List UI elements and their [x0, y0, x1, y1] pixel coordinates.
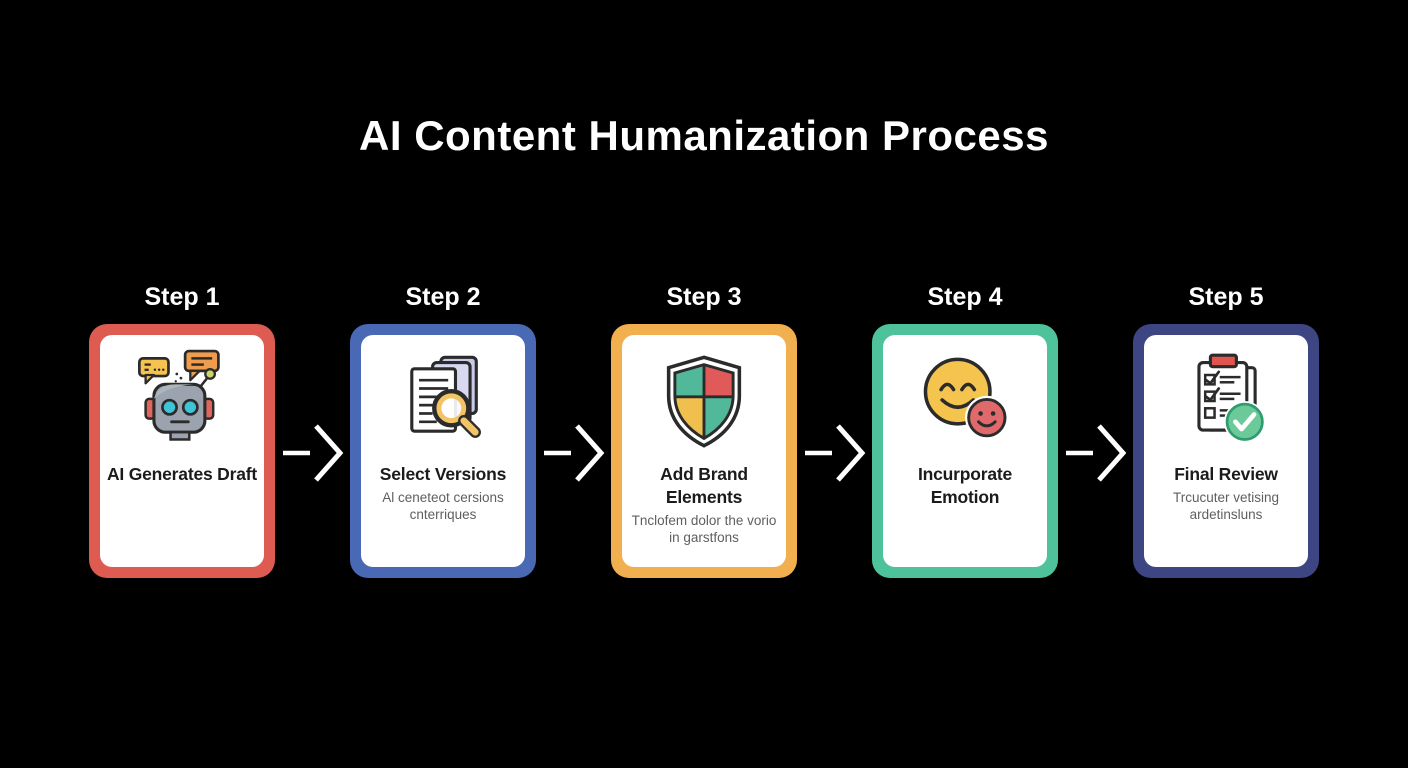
step-2-label: Step 2	[405, 283, 481, 311]
arrow-1-2	[275, 422, 350, 484]
step-4-card-inner: Incurporate Emotion	[883, 335, 1047, 567]
robot-chat-icon	[130, 349, 234, 453]
arrow-right-icon	[282, 424, 343, 482]
checklist-approved-icon	[1174, 349, 1278, 453]
arrow-4-5	[1058, 422, 1133, 484]
smiley-faces-icon	[913, 349, 1017, 453]
step-column-3: Step 3	[611, 282, 797, 578]
step-5-title: Final Review	[1174, 464, 1278, 484]
step-column-2: Step 2	[350, 282, 536, 578]
arrow-right-icon	[1065, 424, 1126, 482]
brand-shield-icon	[652, 349, 756, 453]
step-2-card: Select Versions Al ceneteot cersions cnt…	[350, 324, 536, 578]
page-title: AI Content Humanization Process	[359, 112, 1049, 159]
step-2-title: Select Versions	[379, 464, 507, 484]
documents-magnifier-icon	[391, 349, 495, 453]
step-column-4: Step 4 Incurporate Emot	[872, 282, 1058, 578]
step-3-subtitle: Tnclofem dolor the vorio in garstfons	[631, 512, 777, 546]
step-1-card: AI Generates Draft	[89, 324, 275, 578]
step-4-title: Incurporate Emotion	[917, 464, 1013, 507]
step-5-card-inner: Final Review Trcucuter vetising ardetins…	[1144, 335, 1308, 567]
arrow-3-4	[797, 422, 872, 484]
step-2-subtitle: Al ceneteot cersions cnterriques	[382, 489, 504, 523]
step-3-card-inner: Add Brand Elements Tnclofem dolor the vo…	[622, 335, 786, 567]
step-2-card-inner: Select Versions Al ceneteot cersions cnt…	[361, 335, 525, 567]
step-5-card: Final Review Trcucuter vetising ardetins…	[1133, 324, 1319, 578]
step-4-card: Incurporate Emotion	[872, 324, 1058, 578]
process-steps-row: Step 1	[0, 282, 1408, 578]
step-3-title: Add Brand Elements	[660, 464, 748, 507]
step-1-label: Step 1	[144, 283, 220, 311]
arrow-right-icon	[804, 424, 865, 482]
step-3-card: Add Brand Elements Tnclofem dolor the vo…	[611, 324, 797, 578]
arrow-2-3	[536, 422, 611, 484]
step-5-label: Step 5	[1188, 283, 1264, 311]
step-column-1: Step 1	[89, 282, 275, 578]
step-column-5: Step 5	[1133, 282, 1319, 578]
arrow-right-icon	[543, 424, 604, 482]
step-4-label: Step 4	[927, 283, 1003, 311]
step-3-label: Step 3	[666, 283, 742, 311]
step-1-title: AI Generates Draft	[106, 464, 258, 484]
step-5-subtitle: Trcucuter vetising ardetinsluns	[1172, 489, 1280, 523]
step-1-card-inner: AI Generates Draft	[100, 335, 264, 567]
